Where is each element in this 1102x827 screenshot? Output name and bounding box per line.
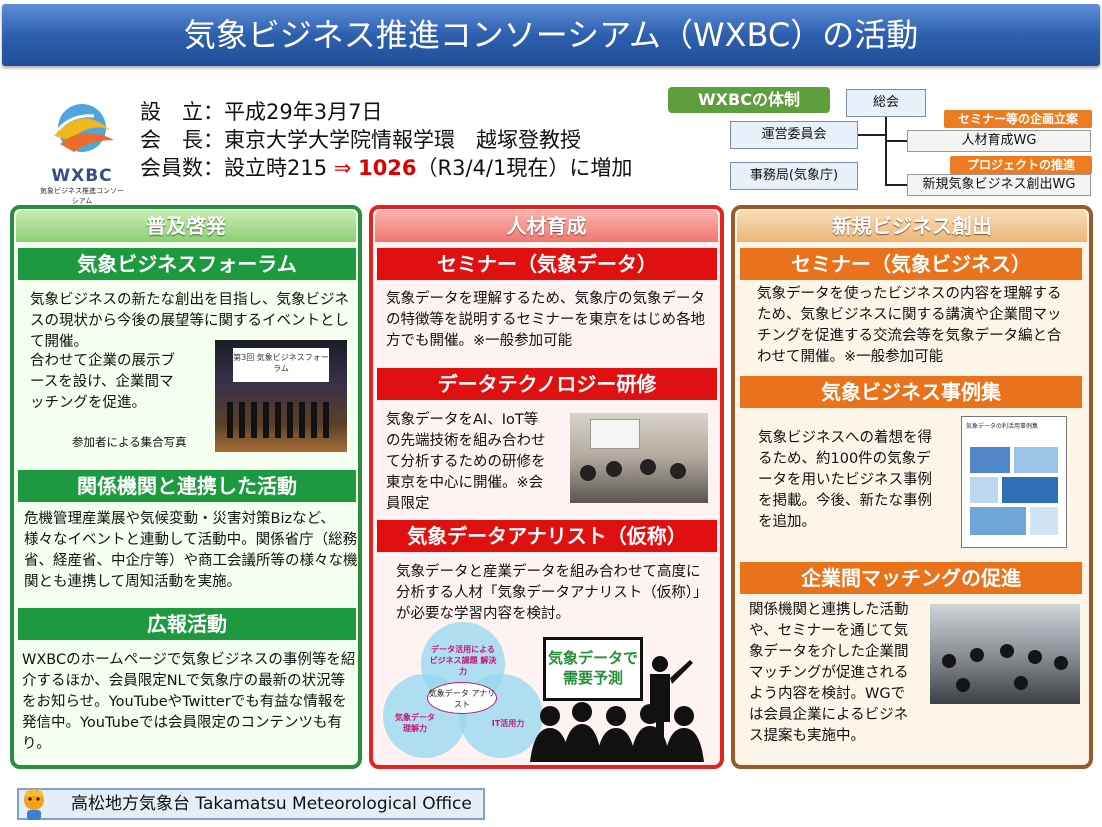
logo-mark-icon [54,104,114,152]
casebook-tile [1030,507,1058,535]
venn-label-data: 気象データ 理解力 [395,713,435,733]
matching-text: 関係機関と連携した活動や、セミナーを通じて気象データを介した企業間マッチングが促… [749,602,909,744]
business-seminar-text: 気象データを使ったビジネスの内容を理解するため、気象ビジネスに関する講演や企業間… [757,286,1062,365]
photo-figure [670,463,686,479]
photo-figure [263,402,269,438]
photo-figure [227,402,233,438]
photo-figure [1054,656,1068,670]
forum-group-photo: 第3回 気象ビジネスフォーラム [215,340,347,452]
casebook-tile [970,507,1026,535]
chair-line: 会 長：東京大学大学院情報学環 越塚登教授 [140,128,581,152]
project-promotion-label: プロジェクトの推進 [950,156,1092,174]
hr-wg-box: 人材育成WG [907,130,1091,152]
mascot-icon [24,787,44,820]
page-title: 気象ビジネス推進コンソーシアム（WXBC）の活動 [2,4,1100,66]
photo-figure [239,402,245,438]
photo-figure [580,465,596,481]
casebook-title: 気象データの利活用事例集 [966,423,1039,430]
office-footer: 高松地方気象台 Takamatsu Meteorological Office [17,788,485,820]
photo-figure [956,678,970,692]
logo-wordmark: WXBC [51,166,113,186]
photo-figure [640,459,656,475]
photo-figure [299,402,305,438]
data-analyst-text: 気象データと産業データを組み合わせて高度に分析する人材「気象データアナリスト（仮… [396,564,708,622]
forum-text-a: 気象ビジネスの新たな創出を目指し、気象ビジネスの現状から今後の展望等に関するイベ… [30,292,349,350]
partner-activities-text: 危機管理産業展や気候変動・災害対策Bizなど、様々なイベントと連動して活動中。関… [24,511,358,590]
seminar-planning-label: セミナー等の企画立案 [944,110,1092,128]
founded-line: 設 立：平成29年3月7日 [140,100,383,124]
partner-activities-title: 関係機関と連携した活動 [18,470,356,502]
weather-data-seminar-title: セミナー（気象データ） [377,248,717,280]
photo-figure [1014,676,1028,690]
forum-photo-caption: 参加者による集合写真 [72,435,187,449]
casebook-tile [1014,447,1058,473]
photo-figure [287,402,293,438]
org-line-wg2 [885,184,907,186]
data-tech-training-text: 気象データをAI、IoT等の先端技術を組み合わせて分析するための研修を東京を中心… [386,412,546,512]
photo-figure [1028,650,1042,664]
photo-figure [323,402,329,438]
photo-figure [970,648,984,662]
data-tech-training-title: データテクノロジー研修 [377,368,717,400]
org-line-vertical [885,117,887,185]
forum-banner-text: 第3回 気象ビジネスフォーラム [233,353,329,373]
new-business-wg-box: 新規気象ビジネス創出WG [907,174,1091,196]
projector-screen [590,419,640,449]
outreach-header: 普及啓発 [16,210,356,242]
case-studies-title: 気象ビジネス事例集 [740,376,1082,408]
business-seminar-title: セミナー（気象ビジネス） [740,248,1082,280]
weather-data-seminar-text: 気象データを理解するため、気象庁の気象データの特徴等を説明するセミナーを東京をは… [386,291,705,349]
audience-silhouette-icon [530,656,704,762]
new-business-header: 新規ビジネス創出 [737,210,1087,242]
photo-figure [942,654,956,668]
photo-figure [1000,644,1014,658]
analyst-skills-venn: データ活用による ビジネス課題 解決力 気象データ 理解力 IT活用力 気象デー… [383,622,563,762]
wxbc-logo: WXBC 気象ビジネス推進コンソーシアム [40,100,124,205]
venn-center-analyst: 気象データ アナリスト [427,682,497,714]
pr-activities-text: WXBCのホームページで気象ビジネスの事例等を紹介するほか、会員限定NLで気象庁… [22,652,356,752]
members-count: 1026 [358,156,417,180]
matching-title: 企業間マッチングの促進 [740,562,1082,594]
photo-figure [251,402,257,438]
members-prefix: 会員数：設立時215 [140,156,328,180]
data-analyst-title: 気象データアナリスト（仮称） [377,520,717,552]
pr-activities-title: 広報活動 [18,608,356,640]
venn-label-it: IT活用力 [491,719,525,728]
org-line-committee [858,134,886,136]
venn-label-business: データ活用による ビジネス課題 解決力 [429,645,497,676]
demand-forecast-board: 気象データで 需要予測 [543,637,643,701]
forum-banner: 第3回 気象ビジネスフォーラム [233,348,329,382]
casebook-tile [970,477,998,503]
org-line-wg1 [885,140,907,142]
matching-event-photo [930,604,1080,704]
org-structure-tag: WXBCの体制 [668,87,830,113]
casebook-cover: 気象データの利活用事例集 [961,416,1067,548]
secretariat-box: 事務局(気象庁) [730,162,858,190]
arrow-icon: ⇒ [333,156,352,180]
steering-committee-box: 運営委員会 [730,121,858,149]
casebook-tile [1002,477,1058,503]
photo-figure [606,461,622,477]
casebook-tile [970,447,1010,473]
training-photo [570,413,708,503]
members-line: 会員数：設立時215 ⇒ 1026（R3/4/1現在）に増加 [140,154,632,182]
general-assembly-box: 総会 [846,89,926,117]
photo-figure [311,402,317,438]
photo-figure [275,402,281,438]
hr-header: 人材育成 [375,210,718,242]
forum-title: 気象ビジネスフォーラム [18,248,356,280]
forum-text-b: 合わせて企業の展示ブースを設け、企業間マッチングを促進。 [30,353,175,411]
logo-caption: 気象ビジネス推進コンソーシアム [40,187,124,205]
case-studies-text: 気象ビジネスへの着想を得るため、約100件の気象データを用いたビジネス事例を掲載… [758,430,932,530]
members-suffix: （R3/4/1現在）に増加 [416,156,633,180]
